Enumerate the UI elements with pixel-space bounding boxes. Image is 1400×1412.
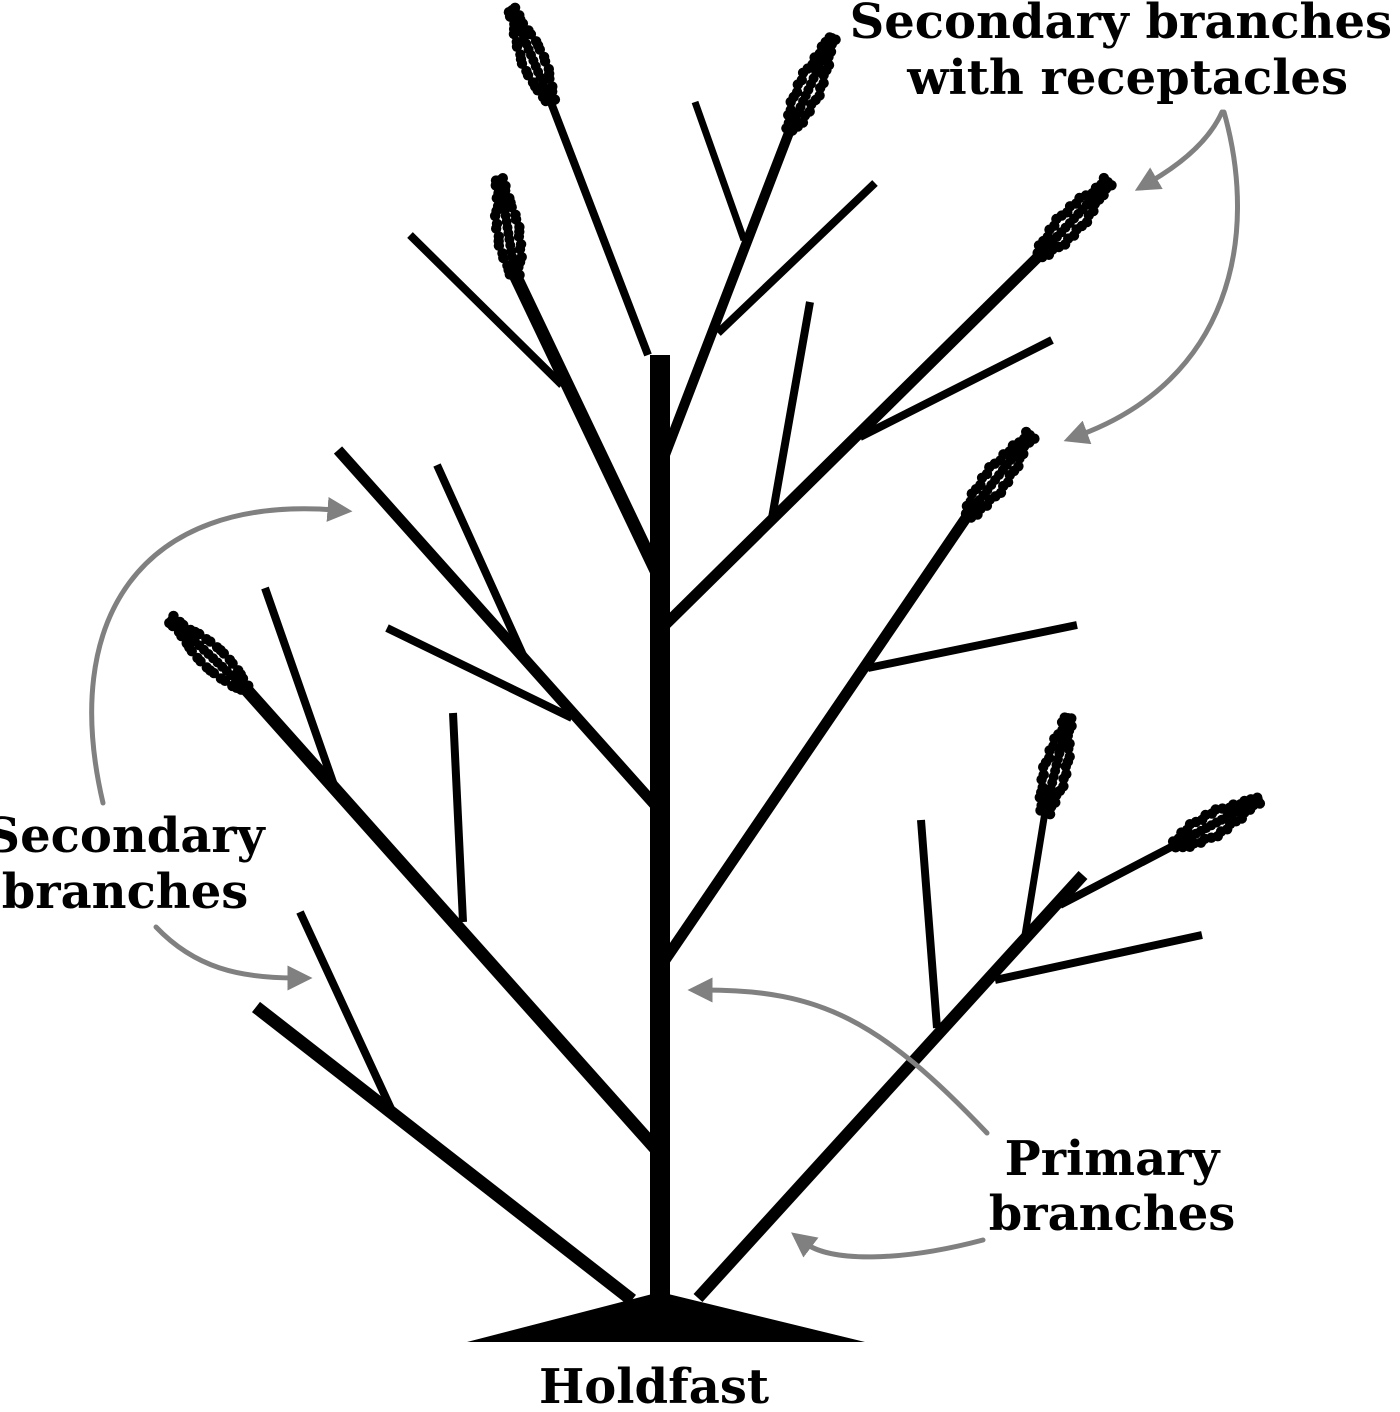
receptacle-cluster xyxy=(781,32,841,136)
receptacle-cluster xyxy=(503,2,561,107)
receptacles xyxy=(164,2,1266,853)
label-right-line1: Primary xyxy=(1005,1131,1222,1187)
arrows xyxy=(89,109,1241,1260)
branch-left-middle xyxy=(333,446,660,809)
label-holdfast: Holdfast xyxy=(539,1359,769,1412)
receptacle-cluster xyxy=(1032,172,1117,263)
label-top-right-line1: Secondary branches xyxy=(850,0,1392,50)
arrow-left-lower xyxy=(153,924,313,991)
arrow-primary-lower xyxy=(791,1232,986,1260)
branch-bottom-right xyxy=(693,811,1203,1303)
receptacle-cluster xyxy=(960,426,1040,523)
arrow-primary-upper xyxy=(687,977,990,1136)
branch-upper-right xyxy=(660,100,878,457)
receptacle-cluster xyxy=(489,173,527,281)
arrow-left-upper xyxy=(89,496,353,806)
arrow-top-right-lower xyxy=(1063,109,1241,445)
label-right-line2: branches xyxy=(989,1186,1236,1242)
holdfast-base xyxy=(467,1292,865,1342)
receptacle-cluster xyxy=(1167,792,1266,853)
branch-bottom-left xyxy=(252,910,636,1306)
label-left-line1: Secondary xyxy=(0,808,267,864)
arrow-top-right-upper xyxy=(1134,109,1225,191)
label-top-right-line2: with receptacles xyxy=(906,50,1348,106)
branch-upper-left xyxy=(407,98,664,578)
receptacle-cluster xyxy=(164,610,254,695)
receptacle-cluster xyxy=(1034,712,1077,820)
branch-right-lower xyxy=(660,511,1078,964)
branch-left-lower xyxy=(240,586,660,1153)
label-left-line2: branches xyxy=(2,864,249,920)
branch-right-middle xyxy=(658,251,1054,632)
